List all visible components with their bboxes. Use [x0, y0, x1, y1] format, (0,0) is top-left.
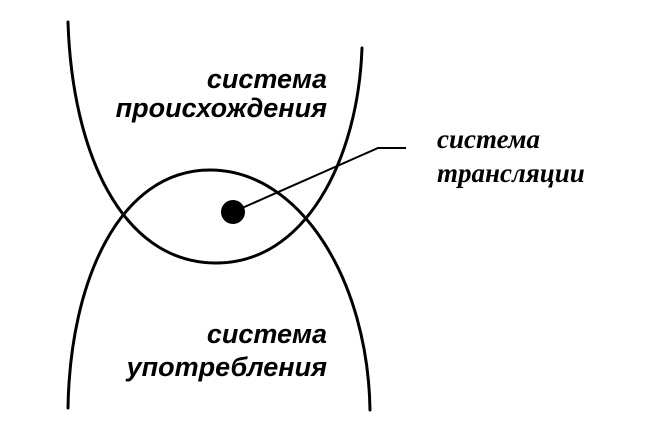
- origin-label-line2: происхождения: [116, 93, 327, 123]
- translation-leader-line: [232, 147, 406, 213]
- origin-system-curve: [66, 20, 364, 265]
- translation-label-line1: система: [437, 124, 540, 154]
- usage-system-curve: [66, 168, 372, 412]
- translation-label-line2: трансляции: [437, 158, 585, 188]
- origin-label-line1: система: [207, 64, 327, 94]
- translation-point-marker: [221, 200, 245, 224]
- usage-label-line2: употребления: [125, 352, 327, 382]
- usage-label-line1: система: [207, 319, 327, 349]
